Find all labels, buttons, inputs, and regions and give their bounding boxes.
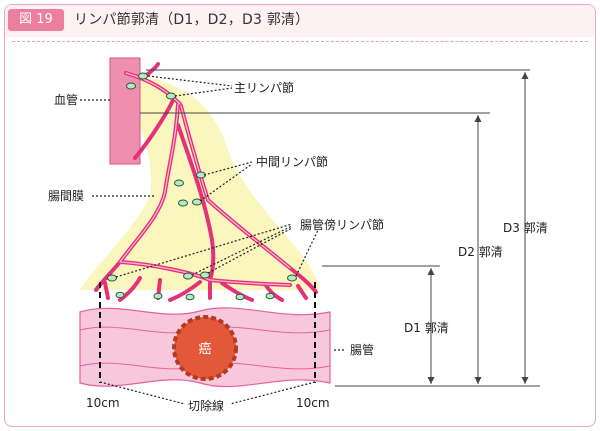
dissection-brackets	[140, 69, 540, 387]
vessel-network	[94, 62, 318, 302]
lymph-node	[200, 271, 210, 279]
lymph-node	[153, 292, 163, 300]
lymph-node	[183, 272, 193, 280]
d2-label: D2 郭清	[458, 245, 503, 259]
lymph-nodes	[107, 72, 297, 301]
mesentery-label: 腸間膜	[48, 189, 84, 203]
figure-header	[5, 5, 595, 37]
lymph-node	[235, 293, 245, 301]
lymph-node	[126, 82, 136, 90]
lymph-node	[107, 274, 117, 282]
figure-title: リンパ節郭清（D1，D2，D3 郭清）	[74, 12, 310, 28]
resection-line-label: 切除線	[188, 398, 224, 413]
margin-right-label: 10cm	[296, 396, 330, 410]
main-lymph-node-label: 主リンパ節	[234, 80, 294, 95]
lymph-node	[287, 274, 297, 282]
figure-number-badge: 図 19	[8, 9, 64, 31]
cancer-tumor: 癌	[172, 315, 238, 381]
lymph-node	[166, 92, 176, 100]
lymph-node	[192, 198, 202, 206]
lymph-node	[178, 199, 188, 207]
paraintestinal-lymph-node-label: 腸管傍リンパ節	[300, 217, 384, 232]
d3-label: D3 郭清	[503, 221, 548, 235]
blood-vessel-label: 血管	[54, 92, 78, 107]
lymph-node	[138, 72, 148, 80]
lymph-node	[174, 179, 184, 187]
figure-frame	[4, 4, 596, 427]
lymph-node	[115, 291, 125, 299]
header-divider	[12, 41, 588, 42]
lymph-node	[265, 292, 275, 300]
leader-lines	[80, 75, 346, 405]
intestine-label: 腸管	[350, 342, 374, 357]
margin-left-label: 10cm	[86, 396, 120, 410]
d1-label: D1 郭清	[404, 321, 449, 335]
bracket-arrowheads	[427, 72, 529, 384]
resection-lines	[99, 282, 316, 383]
cancer-label: 癌	[198, 341, 211, 357]
lymph-node	[185, 293, 195, 301]
intermediate-lymph-node-label: 中間リンパ節	[256, 154, 328, 169]
